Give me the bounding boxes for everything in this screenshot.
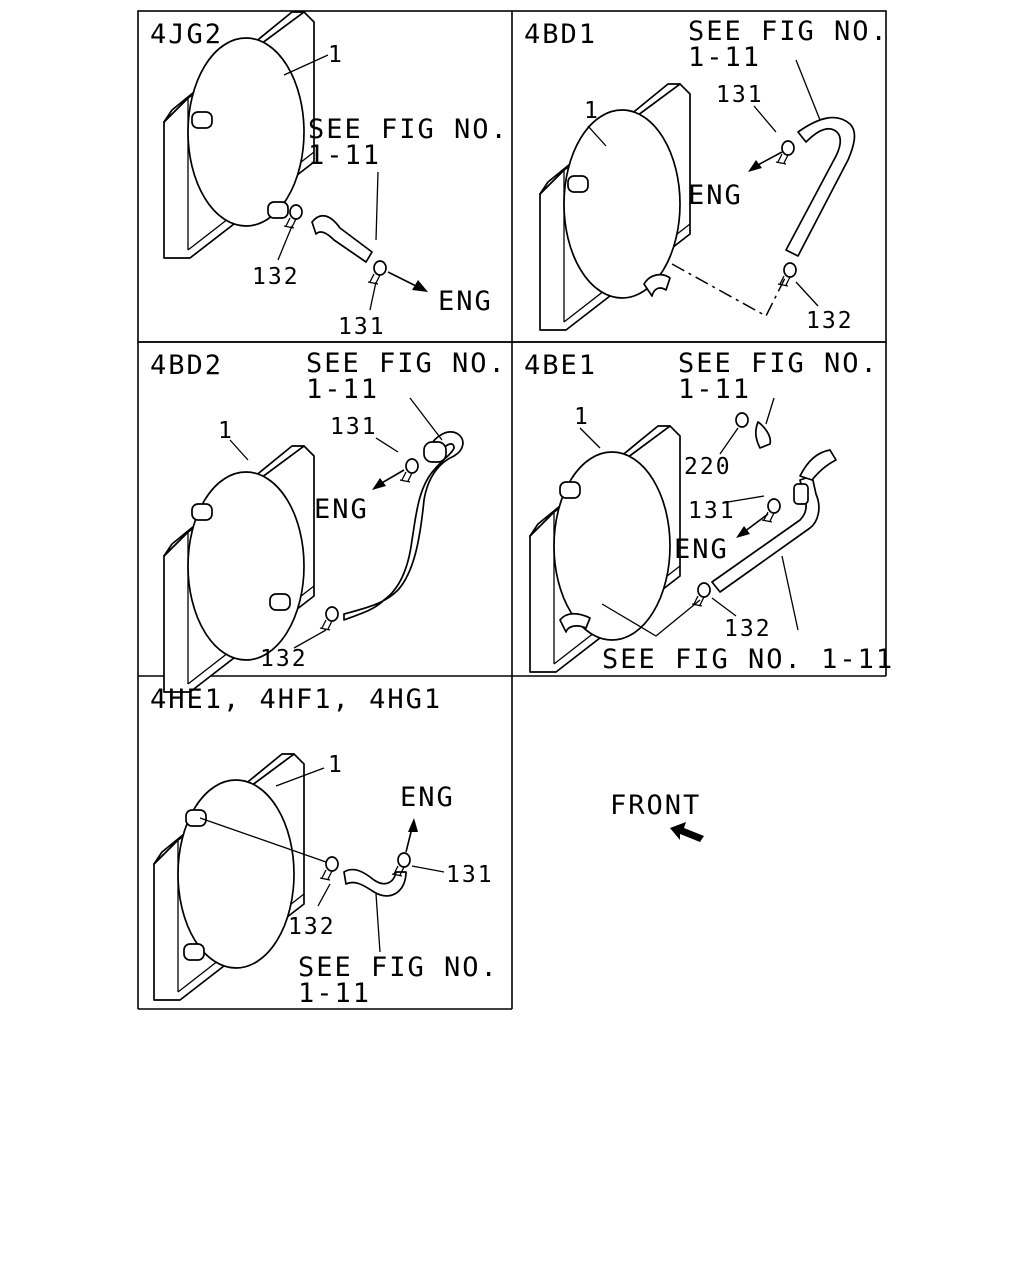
hose-clamp-131 bbox=[761, 498, 781, 523]
radiator-shroud-drawing bbox=[153, 753, 305, 1001]
callout-131: 131 bbox=[330, 414, 378, 440]
callout-132: 132 bbox=[260, 646, 308, 672]
see-fig-ref-line2: 1-11 bbox=[678, 374, 751, 405]
lower-pipe bbox=[643, 273, 671, 297]
see-fig-ref-line1: SEE FIG NO. bbox=[308, 114, 509, 145]
eng-label: ENG bbox=[688, 180, 743, 211]
panel-4he1-4hf1-4hg1: 4HE1, 4HF1, 4HG1 1 132 SEE FIG NO. 1-11 … bbox=[150, 684, 499, 1009]
water-hose bbox=[343, 868, 407, 897]
callout-132: 132 bbox=[724, 616, 772, 642]
water-hose bbox=[785, 116, 856, 257]
nut-220 bbox=[735, 412, 749, 428]
front-arrow-icon bbox=[670, 822, 704, 842]
hose-end bbox=[799, 449, 837, 481]
outlet-pipe bbox=[185, 809, 207, 827]
callout-1: 1 bbox=[584, 98, 600, 124]
hose-clamp-131 bbox=[775, 140, 795, 165]
outlet-pipe bbox=[559, 481, 581, 499]
outlet-pipe bbox=[191, 111, 213, 129]
see-fig-ref-line2: 1-11 bbox=[298, 978, 371, 1009]
eng-label: ENG bbox=[438, 286, 493, 317]
inlet-pipe bbox=[267, 201, 289, 219]
panel-4bd1: 4BD1 SEE FIG NO. 1-11 1 131 ENG 132 bbox=[524, 16, 889, 334]
panel-title: 4JG2 bbox=[150, 19, 223, 50]
panel-grid bbox=[137, 10, 887, 1010]
arrow-to-engine-icon bbox=[736, 526, 750, 538]
arrow-to-engine-icon bbox=[748, 160, 762, 172]
callout-131: 131 bbox=[716, 82, 764, 108]
water-hose bbox=[343, 431, 464, 621]
hose-clamp-132 bbox=[319, 606, 339, 631]
panel-title: 4HE1, 4HF1, 4HG1 bbox=[150, 684, 442, 715]
water-hose bbox=[311, 214, 373, 263]
callout-132: 132 bbox=[252, 264, 300, 290]
panel-4bd2: 4BD2 SEE FIG NO. 1-11 1 131 ENG 132 bbox=[150, 348, 507, 693]
outlet-pipe bbox=[567, 175, 589, 193]
see-fig-ref-line2: 1-11 bbox=[688, 42, 761, 73]
eng-label: ENG bbox=[314, 494, 369, 525]
panel-title: 4BD1 bbox=[524, 19, 597, 50]
callout-1: 1 bbox=[574, 404, 590, 430]
hose-end bbox=[423, 441, 447, 463]
panel-title: 4BD2 bbox=[150, 350, 223, 381]
panel-4jg2: 4JG2 1 132 131 SEE FIG NO. 1-11 ENG bbox=[150, 11, 509, 340]
arrow-to-engine-icon bbox=[412, 280, 428, 292]
callout-132: 132 bbox=[806, 308, 854, 334]
arrow-to-engine-icon bbox=[372, 478, 386, 490]
front-label: FRONT bbox=[610, 790, 701, 821]
inlet-pipe bbox=[269, 593, 291, 611]
callout-131: 131 bbox=[688, 498, 736, 524]
inlet-pipe bbox=[183, 943, 205, 961]
panel-4be1: 4BE1 SEE FIG NO. 1-11 1 220 131 ENG 132 … bbox=[524, 348, 894, 675]
callout-131: 131 bbox=[338, 314, 386, 340]
callout-1: 1 bbox=[218, 418, 234, 444]
outlet-pipe bbox=[191, 503, 213, 521]
hose-clamp-132 bbox=[691, 582, 711, 607]
callout-220: 220 bbox=[684, 454, 732, 480]
see-fig-ref-bottom: SEE FIG NO. 1-11 bbox=[602, 644, 894, 675]
hose-routing-line bbox=[671, 263, 787, 318]
arrow-to-engine-icon bbox=[408, 818, 418, 832]
panel-title: 4BE1 bbox=[524, 350, 597, 381]
callout-1: 1 bbox=[328, 752, 344, 778]
hose-clamp-131 bbox=[391, 852, 411, 877]
hose-routing-line bbox=[601, 599, 701, 637]
eng-label: ENG bbox=[674, 534, 729, 565]
lower-pipe bbox=[559, 612, 591, 633]
hose-clamp-132 bbox=[777, 262, 797, 287]
see-fig-ref-line1: SEE FIG NO. bbox=[298, 952, 499, 983]
callout-132: 132 bbox=[288, 914, 336, 940]
see-fig-ref-line1: SEE FIG NO. bbox=[688, 16, 889, 47]
see-fig-ref-line2: 1-11 bbox=[308, 140, 381, 171]
see-fig-ref-line1: SEE FIG NO. bbox=[678, 348, 879, 379]
bracket-part bbox=[754, 421, 772, 449]
callout-1: 1 bbox=[328, 42, 344, 68]
eng-label: ENG bbox=[400, 782, 455, 813]
hose-clamp-131 bbox=[367, 260, 387, 285]
see-fig-ref-line2: 1-11 bbox=[306, 374, 379, 405]
see-fig-ref-line1: SEE FIG NO. bbox=[306, 348, 507, 379]
radiator-shroud-drawing bbox=[539, 83, 691, 331]
hose-clip bbox=[793, 483, 809, 505]
callout-131: 131 bbox=[446, 862, 494, 888]
front-indicator: FRONT bbox=[610, 790, 704, 842]
